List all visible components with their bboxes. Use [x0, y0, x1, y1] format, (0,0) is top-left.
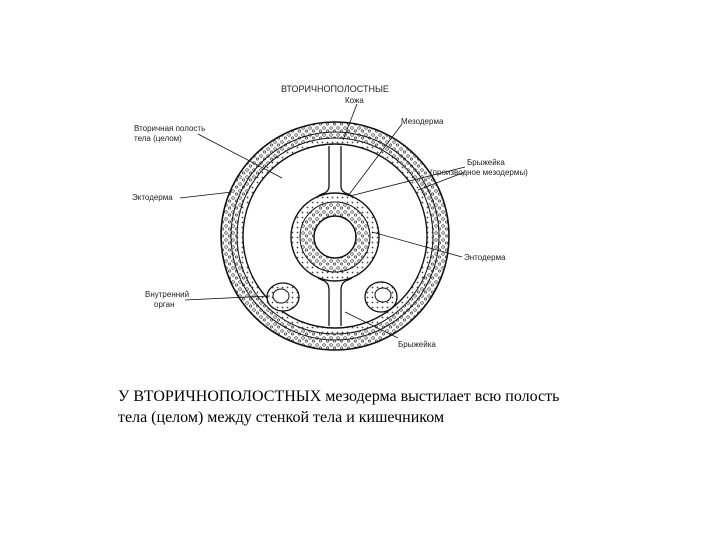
diagram-title: ВТОРИЧНОПОЛОСТНЫЕ	[281, 84, 389, 94]
label-internal-organ-1: Внутренний	[145, 290, 190, 299]
gut-lumen	[313, 215, 357, 259]
label-skin: Кожа	[345, 96, 364, 105]
label-mesentery-2: (производное мезодермы)	[430, 168, 528, 177]
label-internal-organ-2: орган	[154, 300, 175, 309]
pointer-lines	[179, 103, 466, 339]
label-bottom: Брыжейка	[398, 340, 436, 349]
label-mesoderm: Мезодерма	[401, 117, 444, 126]
caption: У ВТОРИЧНОПОЛОСТНЫХ мезодерма выстилает …	[118, 386, 678, 428]
lower-mesentery	[317, 277, 353, 326]
caption-line-1: У ВТОРИЧНОПОЛОСТНЫХ мезодерма выстилает …	[118, 388, 560, 405]
label-ectoderm: Эктодерма	[132, 193, 173, 202]
upper-mesentery	[317, 146, 353, 197]
caption-line-2: тела (целом) между стенкой тела и кишечн…	[118, 409, 445, 426]
label-mesentery-1: Брыжейка	[467, 158, 505, 167]
ectoderm-inner-edge	[230, 131, 440, 341]
label-endoderm: Энтодерма	[464, 253, 506, 262]
label-coelom-2: тела (целом)	[134, 134, 182, 143]
label-coelom-1: Вторичная полость	[134, 124, 206, 133]
